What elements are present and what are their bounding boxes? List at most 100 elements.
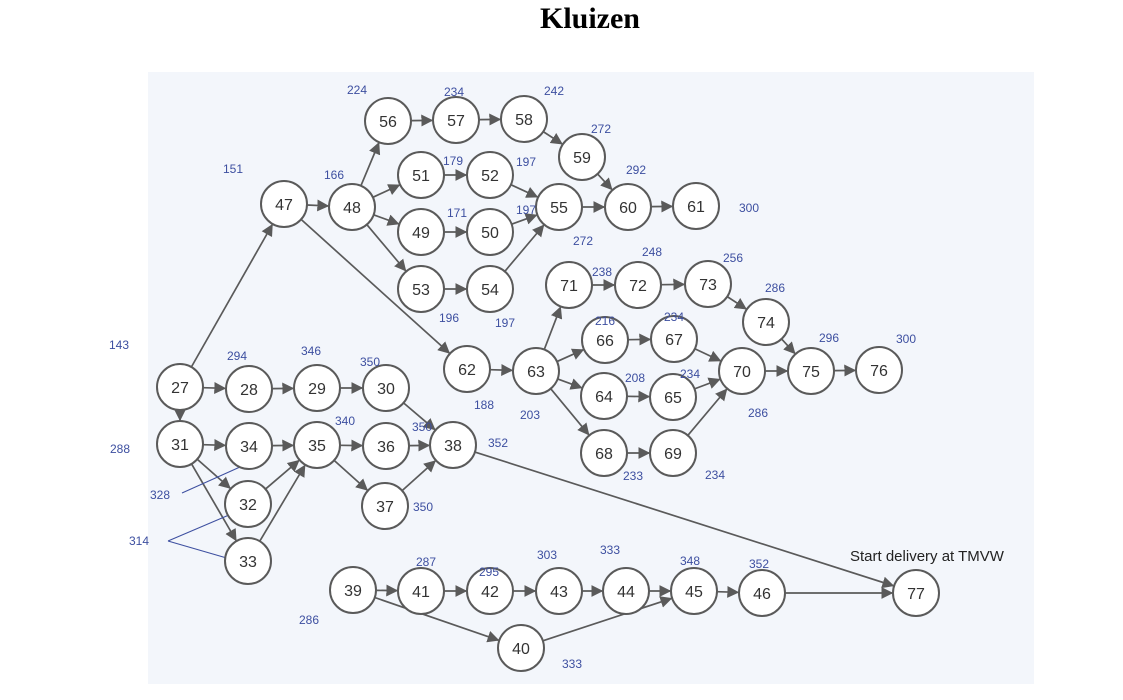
node-label: 31 (171, 437, 189, 454)
node-62: 62 (443, 345, 491, 393)
edge-48-49 (373, 214, 400, 226)
page-title: Kluizen (539, 2, 640, 35)
edge-63-64 (557, 378, 583, 390)
node-circle (672, 182, 720, 230)
node-36: 36 (362, 422, 410, 470)
number-label: 294 (227, 349, 247, 363)
node-64: 64 (580, 372, 628, 420)
node-label: 51 (412, 168, 430, 185)
node-58: 58 (500, 95, 548, 143)
node-circle (787, 347, 835, 395)
node-label: 59 (573, 150, 591, 167)
node-circle (443, 345, 491, 393)
node-circle (614, 261, 662, 309)
node-circle (362, 364, 410, 412)
edge-63-68 (550, 388, 590, 436)
node-circle (224, 480, 272, 528)
number-label: 216 (595, 314, 615, 328)
node-circle (397, 208, 445, 256)
number-label: 287 (416, 555, 436, 569)
number-label: 238 (592, 265, 612, 279)
node-circle (466, 151, 514, 199)
node-label: 30 (377, 381, 395, 398)
node-63: 63 (512, 347, 560, 395)
edge-69-70 (687, 388, 728, 436)
annotation-line (181, 466, 241, 494)
node-73: 73 (684, 260, 732, 308)
node-circle (855, 346, 903, 394)
node-label: 69 (664, 446, 682, 463)
node-label: 70 (733, 364, 751, 381)
number-label: 352 (488, 436, 508, 450)
node-label: 49 (412, 225, 430, 242)
node-label: 77 (907, 586, 925, 603)
node-label: 40 (512, 641, 530, 658)
node-circle (429, 421, 477, 469)
node-label: 65 (664, 390, 682, 407)
number-label: 350 (360, 355, 380, 369)
node-circle (649, 429, 697, 477)
node-circle (397, 265, 445, 313)
node-53: 53 (397, 265, 445, 313)
node-label: 58 (515, 112, 533, 129)
node-label: 55 (550, 200, 568, 217)
number-label: 203 (520, 408, 540, 422)
number-label: 179 (443, 154, 463, 168)
edge-62-63 (489, 364, 514, 376)
node-41: 41 (397, 567, 445, 615)
edge-37-38 (401, 460, 437, 492)
number-label: 171 (447, 206, 467, 220)
number-label: 197 (516, 203, 536, 217)
number-label: 314 (129, 534, 149, 548)
node-label: 63 (527, 364, 545, 381)
node-68: 68 (580, 429, 628, 477)
number-label: 352 (749, 557, 769, 571)
node-label: 36 (377, 439, 395, 456)
edge-48-51 (372, 184, 401, 199)
node-label: 72 (629, 278, 647, 295)
edge-65-70 (694, 377, 721, 390)
node-label: 42 (481, 584, 499, 601)
edge-31-32 (196, 458, 231, 489)
node-circle (362, 422, 410, 470)
node-circle (432, 96, 480, 144)
number-label: 333 (562, 657, 582, 671)
number-label: 166 (324, 168, 344, 182)
node-circle (718, 347, 766, 395)
number-label: 292 (626, 163, 646, 177)
edge-63-66 (556, 348, 585, 363)
node-label: 60 (619, 200, 637, 217)
node-label: 48 (343, 200, 361, 217)
number-label: 197 (495, 316, 515, 330)
node-circle (225, 422, 273, 470)
node-40: 40 (497, 624, 545, 672)
node-circle (535, 567, 583, 615)
number-label: 286 (748, 406, 768, 420)
node-30: 30 (362, 364, 410, 412)
edge-54-55 (504, 224, 545, 272)
number-label: 286 (299, 613, 319, 627)
node-42: 42 (466, 567, 514, 615)
edge-58-59 (542, 130, 563, 145)
node-label: 57 (447, 113, 465, 130)
node-label: 56 (379, 114, 397, 131)
number-label: 350 (413, 500, 433, 514)
node-label: 54 (481, 282, 499, 299)
number-label: 197 (516, 155, 536, 169)
node-circle (649, 373, 697, 421)
node-circle (293, 364, 341, 412)
number-label: 333 (600, 543, 620, 557)
edge-27-47 (190, 223, 273, 368)
node-51: 51 (397, 151, 445, 199)
node-circle (225, 365, 273, 413)
edge-38-77 (474, 451, 895, 589)
node-59: 59 (558, 133, 606, 181)
node-circle (580, 372, 628, 420)
node-69: 69 (649, 429, 697, 477)
node-28: 28 (225, 365, 273, 413)
node-circle (650, 315, 698, 363)
node-circle (328, 183, 376, 231)
edge-47-48 (306, 199, 330, 212)
node-label: 37 (376, 499, 394, 516)
